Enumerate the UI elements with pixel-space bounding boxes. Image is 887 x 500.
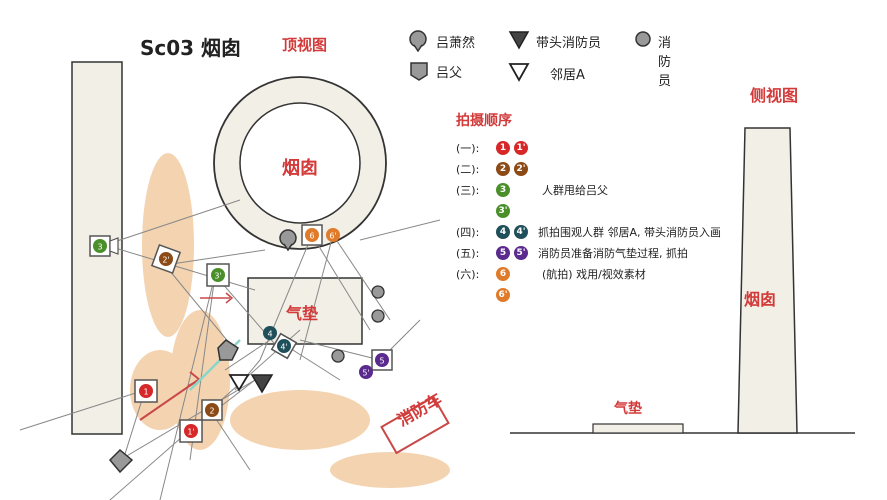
shooting-order-list: (一): 1 1' (二): 2 2' (三): 3 人群甩给吕父 3' (四): 4 4' 抓拍围观人群…	[456, 138, 756, 306]
svg-text:2: 2	[209, 407, 214, 416]
side-airbag	[592, 423, 684, 434]
camera-marker-5: 5	[371, 349, 393, 371]
svg-text:4: 4	[267, 330, 272, 339]
camera-marker-3-prime: 3'	[206, 263, 230, 287]
lv-father-marker	[108, 339, 239, 474]
shooting-order-row: (五): 5 5' 消防员准备消防气垫过程, 抓拍	[456, 243, 756, 262]
shooting-order-prefix: (一):	[456, 141, 480, 155]
camera-marker-5-prime: 5'	[359, 365, 373, 379]
shooting-order-prefix: (四):	[456, 225, 480, 239]
shooting-order-prefix: (三):	[456, 183, 480, 197]
shot-number-badge: 6	[496, 266, 510, 281]
side-chimney-label: 烟囱	[744, 290, 777, 309]
shooting-order-row: (二): 2 2'	[456, 159, 756, 178]
crowd-area-bottom-left	[130, 350, 190, 430]
shot-number-badge: 5'	[514, 245, 528, 260]
crowd-area-bottom	[230, 390, 370, 450]
shooting-order-row: (四): 4 4' 抓拍围观人群 邻居A, 带头消防员入画	[456, 222, 756, 241]
shot-number-badge: 2'	[514, 161, 528, 176]
camera-marker-2: 2	[201, 399, 223, 421]
firetruck	[380, 395, 450, 455]
lead-firefighter-marker	[250, 374, 274, 394]
pin-marker-icon	[409, 30, 427, 52]
legend: 吕萧然 带头消防员 消防员 吕父 邻居A	[408, 28, 671, 89]
shot-number-badge: 6'	[496, 287, 510, 302]
shot-number-badge: 3	[496, 182, 510, 197]
chimney-label: 烟囱	[282, 158, 318, 179]
shooting-order-row: 3'	[456, 201, 756, 220]
shooting-order-description: 消防员准备消防气垫过程, 抓拍	[538, 246, 688, 260]
svg-text:1': 1'	[187, 428, 194, 437]
airbag-label: 气垫	[286, 304, 319, 323]
shot-number-badge: 1	[496, 140, 510, 155]
gray-circle-icon	[635, 31, 651, 47]
legend-label-neighbor-a: 邻居A	[550, 68, 585, 83]
legend-label-firefighter: 消防员	[658, 36, 672, 89]
shot-number-badge: 5	[496, 245, 510, 260]
shooting-order-prefix: (六):	[456, 267, 480, 281]
shot-number-badge: 3'	[496, 203, 510, 218]
square-pin-icon	[410, 62, 428, 81]
top-view-label: 顶视图	[282, 36, 328, 54]
camera-marker-4-prime: 4'	[270, 332, 298, 360]
legend-label-lv-father: 吕父	[436, 66, 463, 81]
svg-text:2': 2'	[162, 256, 169, 265]
shooting-order-row: (三): 3 人群甩给吕父	[456, 180, 756, 199]
shot-number-badge: 4'	[514, 224, 528, 239]
legend-label-lead-firefighter: 带头消防员	[536, 36, 602, 51]
shooting-order-prefix: (五):	[456, 246, 480, 260]
camera-marker-3: 3	[89, 235, 119, 257]
shooting-order-prefix: (二):	[456, 162, 480, 176]
shooting-order-row: (一): 1 1'	[456, 138, 756, 157]
side-airbag-label: 气垫	[614, 401, 642, 417]
shot-number-badge: 1'	[514, 140, 528, 155]
svg-text:6: 6	[309, 232, 314, 241]
svg-text:5': 5'	[362, 369, 369, 378]
camera-marker-4: 4	[263, 326, 277, 340]
firefighter-markers	[331, 285, 385, 363]
camera-marker-6: 6	[301, 224, 323, 246]
crowd-area-bottom-right	[330, 452, 450, 488]
shooting-order-row: 6'	[456, 285, 756, 304]
camera-marker-6-prime: 6'	[326, 228, 340, 242]
neighbor-a-marker	[228, 374, 250, 392]
filled-triangle-icon	[508, 31, 530, 50]
shooting-order-title: 拍摄顺序	[456, 113, 512, 129]
shot-number-badge: 2	[496, 161, 510, 176]
side-chimney	[737, 127, 798, 434]
shooting-order-description: 抓拍围观人群 邻居A, 带头消防员入画	[538, 225, 722, 239]
camera-marker-1: 1	[134, 379, 158, 403]
outlined-triangle-icon	[508, 63, 530, 82]
svg-text:3': 3'	[214, 272, 221, 281]
shooting-order-description: 人群甩给吕父	[542, 183, 608, 197]
lv-xiaoran-marker	[279, 229, 297, 252]
camera-marker-1-prime: 1'	[179, 419, 203, 443]
shooting-order-row: (六): 6 (航拍) 戏用/视效素材	[456, 264, 756, 283]
shot-number-badge: 4	[496, 224, 510, 239]
svg-text:6': 6'	[329, 232, 336, 241]
scene-title: Sc03 烟囱	[140, 36, 242, 60]
side-view-label: 侧视图	[750, 86, 799, 105]
svg-text:1: 1	[143, 388, 148, 397]
chimney-inner	[239, 102, 361, 224]
camera-markers: 3 2' 3' 6 6' 4 4'	[89, 224, 393, 443]
legend-label-lv-xiaoran: 吕萧然	[436, 36, 476, 51]
shooting-order-description: (航拍) 戏用/视效素材	[542, 267, 646, 281]
svg-text:5: 5	[379, 357, 384, 366]
svg-text:3: 3	[97, 243, 102, 252]
crowd-area-left	[142, 153, 194, 337]
svg-text:4': 4'	[280, 343, 287, 352]
camera-marker-2-prime: 2'	[150, 243, 182, 275]
